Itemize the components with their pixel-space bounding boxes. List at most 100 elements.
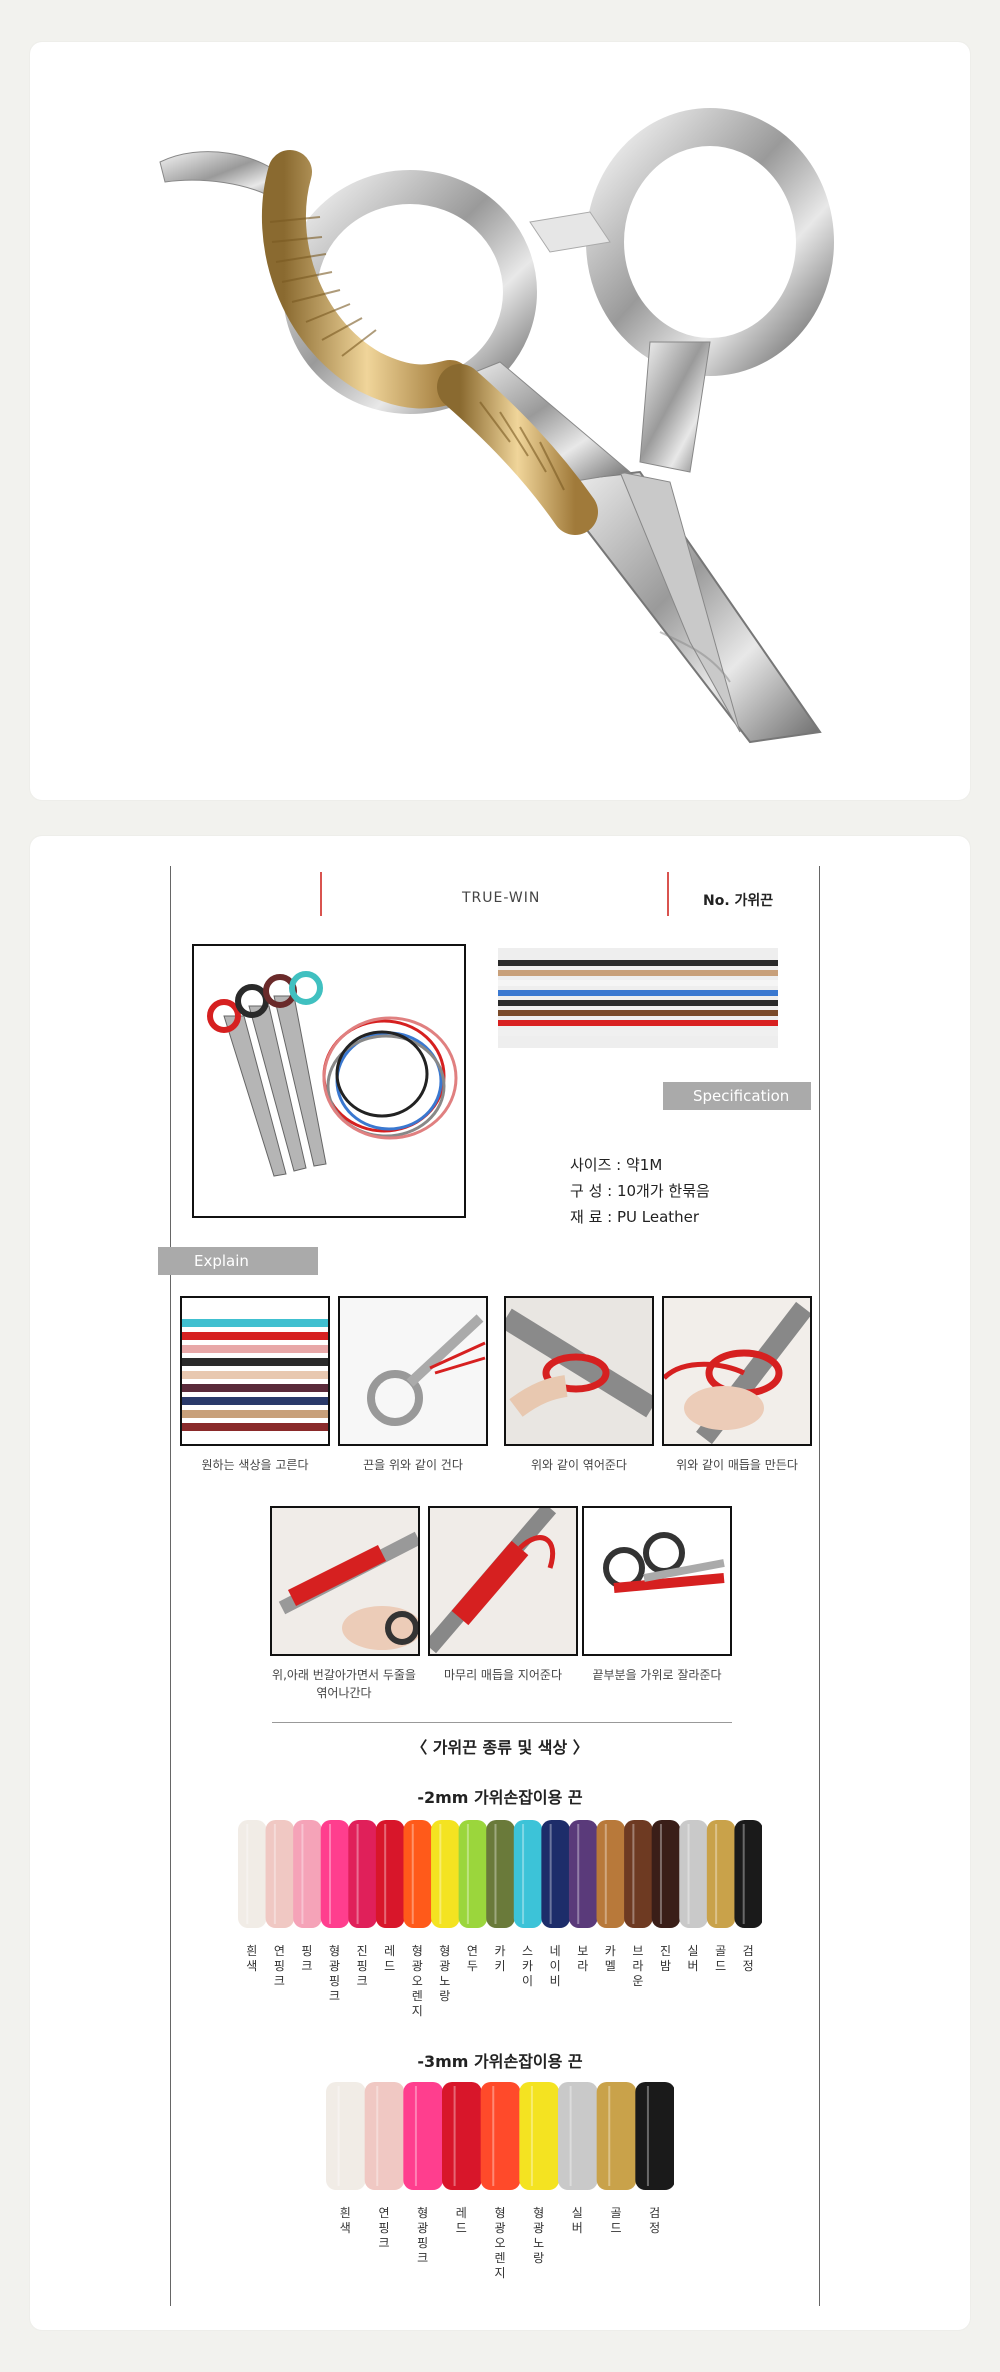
step-7-caption: 끝부분을 가위로 잘라준다 bbox=[592, 1668, 722, 1682]
color-swatch bbox=[458, 1820, 488, 1928]
mm2-title: -2mm 가위손잡이용 끈 bbox=[417, 1788, 583, 1807]
color-name: 연두 bbox=[466, 1944, 478, 1973]
cord-color-strip bbox=[498, 948, 778, 1048]
scissors-cord-hook-image bbox=[340, 1298, 486, 1444]
mm3-color-swatches bbox=[326, 2082, 674, 2190]
cord-line bbox=[182, 1371, 328, 1379]
color-name: 진핑크 bbox=[356, 1944, 368, 1988]
color-name: 카키 bbox=[494, 1944, 506, 1973]
swatch-highlight bbox=[337, 2086, 340, 2186]
color-swatch bbox=[480, 2082, 521, 2190]
step-1-caption: 원하는 색상을 고른다 bbox=[201, 1458, 309, 1472]
spec-card: TRUE-WIN No. 가위끈 bbox=[30, 836, 970, 2330]
cord-line bbox=[182, 1397, 328, 1405]
cord-line bbox=[498, 1010, 778, 1016]
color-name: 형광오렌지 bbox=[411, 1944, 423, 2018]
swatch-highlight bbox=[632, 1824, 635, 1924]
cord-line bbox=[498, 980, 778, 986]
step-6-caption: 마무리 매듭을 지어준다 bbox=[443, 1668, 563, 1682]
cord-line bbox=[182, 1306, 328, 1314]
color-name: 브라운 bbox=[632, 1944, 644, 1988]
color-swatch bbox=[293, 1820, 322, 1928]
color-swatch bbox=[519, 2082, 559, 2190]
color-cords-image bbox=[182, 1306, 328, 1431]
color-name: 진밤 bbox=[659, 1944, 671, 1973]
swatch-highlight bbox=[414, 2086, 417, 2186]
color-swatch bbox=[679, 1820, 708, 1928]
header-divider-left bbox=[320, 872, 322, 916]
cord-line bbox=[182, 1332, 328, 1340]
scissors-with-cords-image bbox=[194, 946, 464, 1216]
color-swatch bbox=[375, 1820, 405, 1928]
cord-line bbox=[182, 1345, 328, 1353]
cord-line bbox=[182, 1423, 328, 1431]
explain-tag: Explain bbox=[158, 1247, 318, 1275]
color-name: 검정 bbox=[742, 1944, 754, 1973]
color-name: 레드 bbox=[384, 1944, 396, 1973]
finished-scissors-image bbox=[584, 1508, 730, 1654]
color-name: 검정 bbox=[649, 2206, 661, 2235]
product-number: No. 가위끈 bbox=[703, 893, 774, 909]
cord-line bbox=[498, 1020, 778, 1026]
swatch-highlight bbox=[453, 2086, 456, 2186]
color-name: 핑크 bbox=[301, 1944, 313, 1973]
scissors-hero-image bbox=[159, 108, 834, 744]
swatch-highlight bbox=[522, 1824, 525, 1924]
color-name: 골드 bbox=[610, 2206, 622, 2235]
color-swatch bbox=[486, 1820, 515, 1928]
color-swatch bbox=[513, 1820, 543, 1928]
step-6-photo bbox=[428, 1506, 578, 1656]
color-name: 연핑크 bbox=[378, 2206, 390, 2250]
color-name: 실버 bbox=[687, 1944, 699, 1973]
step-3-caption: 위와 같이 엮어준다 bbox=[531, 1458, 627, 1472]
swatch-highlight bbox=[384, 1824, 387, 1924]
step-2-caption: 끈을 위와 같이 건다 bbox=[363, 1458, 463, 1472]
knot-image bbox=[664, 1298, 810, 1444]
cord-line bbox=[498, 1000, 778, 1006]
swatch-highlight bbox=[376, 2086, 379, 2186]
swatch-highlight bbox=[549, 1824, 552, 1924]
step-5-caption: 위,아래 번갈아가면서 두줄을 엮어나간다 bbox=[272, 1668, 416, 1700]
hero-card bbox=[30, 42, 970, 800]
header-divider-right bbox=[667, 872, 669, 916]
swatch-highlight bbox=[604, 1824, 607, 1924]
swatch-highlight bbox=[356, 1824, 359, 1924]
color-swatch bbox=[403, 1820, 433, 1928]
mm2-color-swatches bbox=[238, 1820, 762, 1928]
swatch-highlight bbox=[411, 1824, 414, 1924]
swatch-highlight bbox=[466, 1824, 469, 1924]
color-swatch bbox=[635, 2082, 674, 2190]
color-swatch bbox=[541, 1820, 570, 1928]
color-name: 보라 bbox=[577, 1944, 589, 1973]
color-name: 실버 bbox=[571, 2206, 583, 2235]
step-5-photo bbox=[270, 1506, 420, 1656]
wrapping-cord-image bbox=[506, 1298, 652, 1444]
color-swatch bbox=[320, 1820, 350, 1928]
color-swatch bbox=[431, 1820, 460, 1928]
color-swatch bbox=[442, 2082, 482, 2190]
mm3-title: -3mm 가위손잡이용 끈 bbox=[417, 2052, 583, 2071]
swatch-highlight bbox=[608, 2086, 611, 2186]
swatch-highlight bbox=[530, 2086, 533, 2186]
cord-line bbox=[498, 960, 778, 966]
cord-line bbox=[498, 1030, 778, 1036]
color-swatch bbox=[568, 1820, 598, 1928]
final-knot-image bbox=[430, 1508, 576, 1654]
swatch-highlight bbox=[273, 1824, 276, 1924]
cord-line bbox=[182, 1319, 328, 1327]
specification-tag: Specification bbox=[663, 1082, 811, 1110]
color-swatch bbox=[326, 2082, 366, 2190]
color-name: 형광노랑 bbox=[439, 1944, 451, 2003]
swatch-highlight bbox=[329, 1824, 332, 1924]
color-swatch bbox=[734, 1820, 762, 1928]
color-name: 골드 bbox=[715, 1944, 727, 1973]
color-name: 형광오렌지 bbox=[494, 2206, 506, 2280]
section-separator bbox=[272, 1722, 732, 1723]
swatch-highlight bbox=[659, 1824, 662, 1924]
color-name: 형광노랑 bbox=[533, 2206, 545, 2265]
color-swatch bbox=[624, 1820, 653, 1928]
color-name: 형광핑크 bbox=[328, 1944, 341, 2003]
color-name: 네이비 bbox=[549, 1944, 561, 1988]
spec-composition: 구 성 : 10개가 한묶음 bbox=[570, 1182, 710, 1200]
spec-material: 재 료 : PU Leather bbox=[570, 1208, 700, 1226]
